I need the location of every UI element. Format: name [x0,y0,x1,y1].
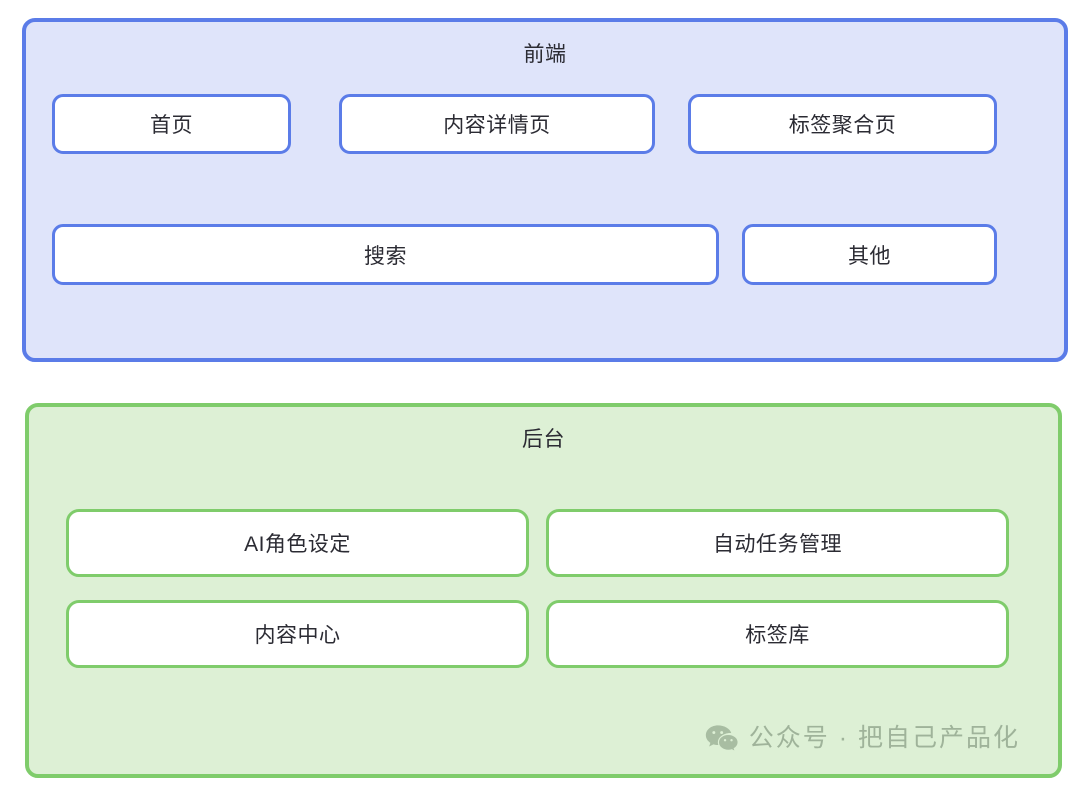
group-backend: 后台 AI角色设定 自动任务管理 内容中心 标签库 公众号 · 把自己产品化 [25,403,1062,778]
group-backend-title: 后台 [522,428,565,451]
group-frontend: 前端 首页 内容详情页 标签聚合页 搜索 其他 [22,18,1068,362]
node-frontend-home[interactable]: 首页 [52,94,291,154]
node-backend-ai-role-setting[interactable]: AI角色设定 [66,509,529,577]
node-backend-auto-task-management[interactable]: 自动任务管理 [546,509,1009,577]
node-frontend-search[interactable]: 搜索 [52,224,719,285]
node-backend-tag-library[interactable]: 标签库 [546,600,1009,668]
watermark-text: 公众号 · 把自己产品化 [748,723,1020,752]
group-frontend-title: 前端 [523,43,567,66]
watermark: 公众号 · 把自己产品化 [705,724,1020,752]
node-backend-content-center[interactable]: 内容中心 [66,600,529,668]
node-frontend-tag-aggregation[interactable]: 标签聚合页 [688,94,997,154]
node-frontend-other[interactable]: 其他 [742,224,997,285]
wechat-icon [705,725,739,752]
node-frontend-content-detail[interactable]: 内容详情页 [339,94,655,154]
